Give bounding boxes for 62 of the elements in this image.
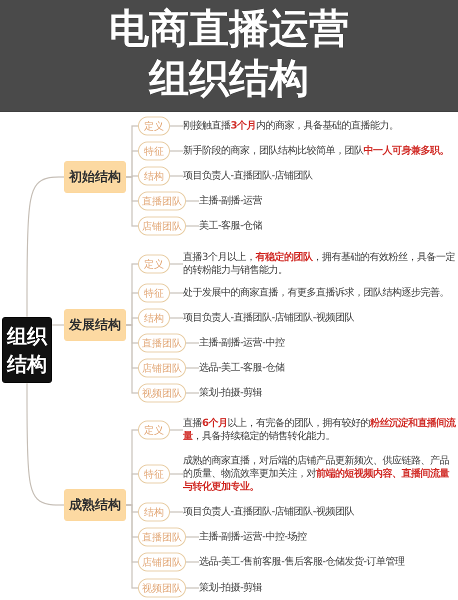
branch-text: 项目负责人-直播团队-店铺团队 xyxy=(183,170,456,182)
connector-line xyxy=(52,324,64,326)
branch-text: 处于发展中的商家直播，有更多直播诉求，团队结构逐步完善。 xyxy=(183,286,456,300)
connector-line xyxy=(186,536,199,538)
branch-text: 直播3个月以上，有稳定的团队，拥有基础的有效粉丝，具备一定的转粉能力与销售能力。 xyxy=(183,251,456,277)
category-pill: 特征 xyxy=(138,464,170,484)
stage-box: 成熟结构 xyxy=(64,489,126,521)
category-pill: 结构 xyxy=(138,166,170,186)
connector-line xyxy=(186,561,199,563)
category-pill: 视频团队 xyxy=(138,384,186,402)
category-pill: 结构 xyxy=(138,308,170,328)
branch-text: 美工-客服-仓储 xyxy=(199,220,456,232)
connector-line xyxy=(186,342,199,344)
branch-text: 主播-副播-运营 xyxy=(199,194,456,208)
connector-line xyxy=(170,317,183,319)
connector-line xyxy=(170,175,183,177)
category-pill: 店铺团队 xyxy=(138,358,186,378)
root-box: 组织结构 xyxy=(2,317,52,383)
connector-line xyxy=(170,429,183,431)
branch-text: 直播6个月以上，有完备的团队，拥有较好的粉丝沉淀和直播间流量，具备持续稳定的销售转化能力。 xyxy=(183,417,456,443)
branch-text: 成熟的商家直播，对后端的店铺产品更新频次、供应链路、产品的质量、物流效率更加关注，对前端的短视频内容、直播间流量与转化更加专业。 xyxy=(183,454,456,494)
connector-line xyxy=(170,292,183,294)
branch-text: 项目负责人-直播团队-店铺团队-视频团队 xyxy=(183,506,456,518)
category-pill: 定义 xyxy=(138,420,170,440)
branch-text: 选品-美工-客服-仓储 xyxy=(199,362,456,374)
title-banner: 电商直播运营组织结构 xyxy=(0,0,458,112)
category-pill: 店铺团队 xyxy=(138,552,186,572)
branch-text: 策划-拍摄-剪辑 xyxy=(199,386,456,400)
connector-line xyxy=(186,200,199,202)
category-pill: 特征 xyxy=(138,142,170,160)
branch-text: 新手阶段的商家，团队结构比较简单，团队中一人可身兼多职。 xyxy=(183,144,456,158)
connector-line xyxy=(126,176,138,227)
branch-text: 主播-副播-运营-中控 xyxy=(199,336,456,350)
connector-line xyxy=(186,392,199,394)
category-pill: 视频团队 xyxy=(138,578,186,598)
connector-line xyxy=(126,324,138,394)
connector-line xyxy=(170,125,183,127)
connector-line xyxy=(186,225,199,227)
category-pill: 结构 xyxy=(138,502,170,522)
connector-line xyxy=(186,587,199,589)
branch-text: 策划-拍摄-剪辑 xyxy=(199,582,456,594)
category-pill: 定义 xyxy=(138,254,170,274)
connector-line xyxy=(126,504,138,589)
category-pill: 直播团队 xyxy=(138,192,186,210)
stage-box: 初始结构 xyxy=(64,161,126,193)
connector-line xyxy=(26,383,64,506)
connector-line xyxy=(186,367,199,369)
category-pill: 定义 xyxy=(138,116,170,136)
connector-line xyxy=(170,263,183,265)
branch-text: 主播-副播-运营-中控-场控 xyxy=(199,530,456,544)
category-pill: 特征 xyxy=(138,284,170,302)
category-pill: 直播团队 xyxy=(138,334,186,352)
branch-text: 选品-美工-售前客服-售后客服-仓储发货-订单管理 xyxy=(199,556,456,568)
connector-line xyxy=(170,511,183,513)
connector-line xyxy=(170,150,183,152)
category-pill: 店铺团队 xyxy=(138,216,186,236)
connector-line xyxy=(170,473,183,475)
stage-box: 发展结构 xyxy=(64,309,126,341)
branch-text: 项目负责人-直播团队-店铺团队-视频团队 xyxy=(183,312,456,324)
branch-text: 刚接触直播3个月内的商家，具备基础的直播能力。 xyxy=(183,120,456,132)
category-pill: 直播团队 xyxy=(138,528,186,546)
connector-line xyxy=(26,176,64,317)
